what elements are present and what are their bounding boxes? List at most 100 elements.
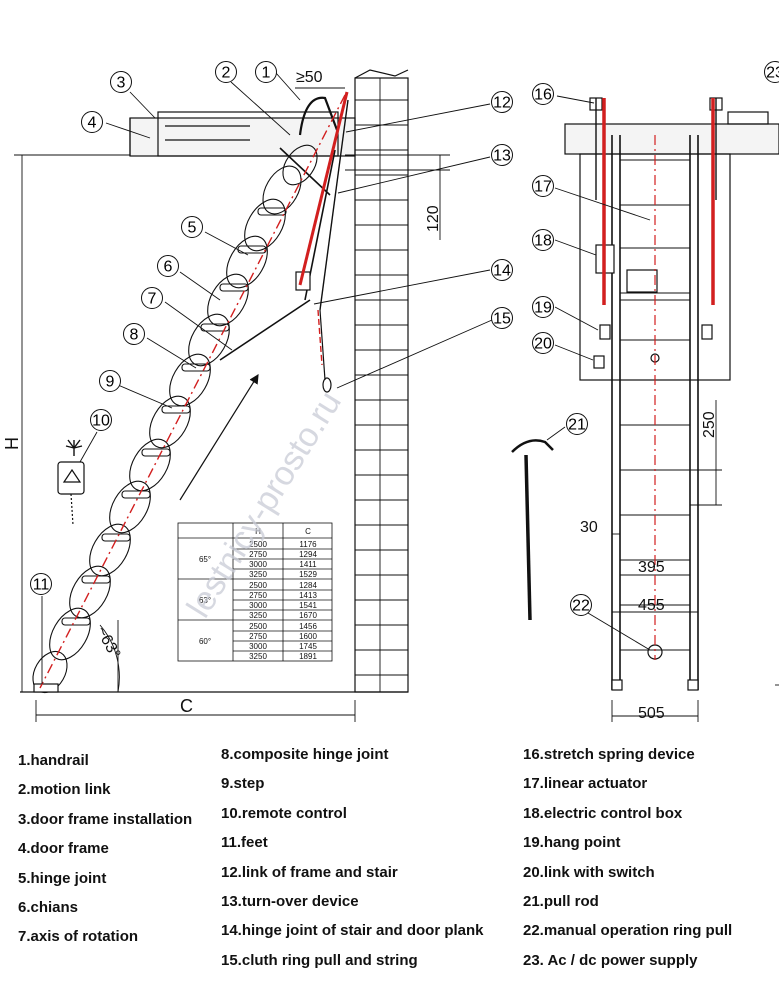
callout-circle [532, 83, 554, 105]
legend-item: 12.link of frame and stair [221, 863, 398, 881]
callout-number: 2 [222, 65, 231, 82]
callout-number: 21 [568, 417, 586, 434]
callout-number: 15 [493, 311, 511, 328]
legend-item: 7.axis of rotation [18, 928, 139, 946]
dimension-labels: ≥50 120 H C ~63° 250 30 395 455 505 [2, 69, 718, 722]
callout-circle [532, 175, 554, 197]
legend-item: 19.hang point [523, 834, 621, 852]
dim-120: 120 [425, 205, 442, 232]
table-cell-h: 2500 [249, 622, 267, 631]
callout-circle [491, 144, 513, 166]
dim-angle: ~63° [92, 624, 123, 662]
table-cell-h: 3000 [249, 601, 267, 610]
callout-number: 18 [534, 233, 552, 250]
legend-item: 2.motion link [18, 781, 111, 799]
legend-item: 1.handrail [18, 752, 89, 769]
table-cell-c: 1600 [299, 632, 317, 641]
table-angle: 63° [199, 596, 211, 605]
table-cell-c: 1541 [299, 601, 317, 610]
legend-item: 20.link with switch [523, 863, 655, 881]
front-view-red-lines [602, 98, 715, 660]
table-cell-c: 1294 [299, 550, 317, 559]
table-angle: 65° [199, 555, 211, 564]
callout-circle [157, 255, 179, 277]
table-angle: 60° [199, 637, 211, 646]
callout-number: 3 [117, 75, 126, 92]
callout-circle [90, 409, 112, 431]
callout-number: 13 [493, 148, 511, 165]
table-cell-c: 1284 [299, 581, 317, 590]
callout-circle [123, 323, 145, 345]
callout-number: 6 [164, 259, 173, 276]
legend-item: 17.linear actuator [523, 775, 648, 793]
callout-number: 11 [33, 577, 50, 594]
dim-250: 250 [701, 411, 718, 438]
callout-number: 19 [534, 300, 552, 317]
legend-item: 22.manual operation ring pull [523, 922, 733, 940]
table-cell-c: 1413 [299, 591, 317, 600]
table-cell-c: 1456 [299, 622, 317, 631]
dim-455: 455 [638, 597, 665, 614]
callout-number: 5 [188, 220, 197, 237]
table-cell-c: 1891 [299, 652, 317, 661]
callout-circle [491, 91, 513, 113]
legend-column-1: 1.handrail 2.motion link 3.door frame inst… [18, 746, 192, 952]
legend-column-3: 16.stretch spring device 17.linear actuat… [523, 740, 732, 975]
callout-circle [570, 594, 592, 616]
legend-item: 23. Ac / dc power supply [523, 951, 698, 969]
legend-item: 15.cluth ring pull and string [221, 951, 418, 969]
table-cell-h: 3250 [249, 570, 267, 579]
callout-number: 12 [493, 95, 511, 112]
dim-395: 395 [638, 559, 665, 576]
callout-circle [491, 307, 513, 329]
dim-height-h: H [2, 437, 22, 450]
legend-item: 10.remote control [221, 804, 347, 822]
attic-ladder-diagram: HC65°2500117627501294300014113250152963°… [2, 61, 779, 722]
legend-item: 13.turn-over device [221, 892, 359, 910]
table-cell-h: 2500 [249, 581, 267, 590]
legend-item: 5.hinge joint [18, 869, 107, 887]
callout-circle [181, 216, 203, 238]
callout-circle [255, 61, 277, 83]
callout-circle [30, 573, 52, 595]
callout-number: 4 [88, 115, 97, 132]
callout-number: 23 [766, 65, 779, 82]
table-cell-h: 2750 [249, 632, 267, 641]
table-cell-c: 1411 [299, 560, 317, 569]
dim-505: 505 [638, 705, 665, 722]
callout-number: 20 [534, 336, 552, 353]
legend-item: 14.hinge joint of stair and door plank [221, 922, 484, 940]
callout-number: 22 [572, 598, 590, 615]
legend-item: 18.electric control box [523, 804, 683, 822]
legend-item: 21.pull rod [523, 892, 599, 910]
legend-item: 3.door frame installation [18, 810, 193, 828]
table-cell-h: 3000 [249, 560, 267, 569]
callout-number: 7 [148, 291, 157, 308]
table-cell-h: 2750 [249, 591, 267, 600]
axis-of-rotation-lines [39, 91, 349, 689]
dim-30: 30 [580, 519, 598, 536]
table-cell-c: 1670 [299, 611, 317, 620]
callout-number: 8 [130, 327, 139, 344]
legend-item: 9.step [221, 775, 265, 793]
callout-circle [566, 413, 588, 435]
dim-width-c: C [180, 696, 193, 716]
table-cell-h: 2500 [249, 540, 267, 549]
table-cell-h: 2750 [249, 550, 267, 559]
table-cell-h: 3000 [249, 642, 267, 651]
callout-circle [81, 111, 103, 133]
callout-circle [491, 259, 513, 281]
callout-circle [99, 370, 121, 392]
callout-circle [532, 229, 554, 251]
callout-number: 10 [92, 413, 110, 430]
legend-item: 16.stretch spring device [523, 746, 695, 763]
callout-number: 1 [262, 65, 271, 82]
callout-circle [110, 71, 132, 93]
table-cell-h: 3250 [249, 611, 267, 620]
callout-circle [532, 296, 554, 318]
table-header-c: C [305, 527, 311, 536]
table-cell-h: 3250 [249, 652, 267, 661]
callout-number: 16 [534, 87, 552, 104]
callout-number: 17 [534, 179, 552, 196]
callout-circle [141, 287, 163, 309]
